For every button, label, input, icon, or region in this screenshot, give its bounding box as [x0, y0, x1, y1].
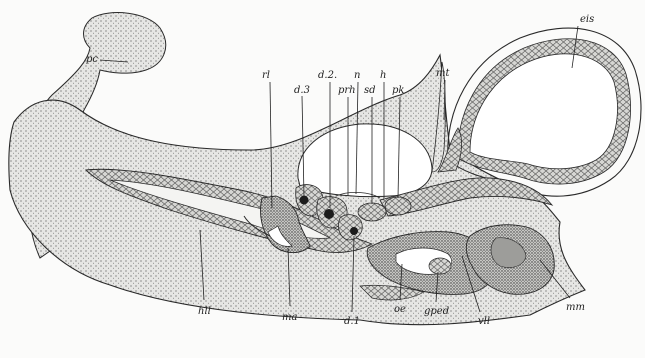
label-d3: d.3 — [294, 85, 310, 96]
label-pc: pc — [86, 54, 98, 65]
label-d2: d.2. — [318, 70, 337, 81]
label-mt: mt — [436, 68, 450, 79]
label-mm: mm — [566, 302, 585, 313]
label-oe: oe — [394, 304, 406, 315]
label-sd: sd — [364, 85, 376, 96]
label-hll: hll — [198, 306, 211, 317]
label-eis: eis — [580, 14, 594, 25]
label-d1: d.1 — [344, 316, 360, 327]
label-pk: pk — [392, 85, 404, 96]
label-rl: rl — [262, 70, 270, 81]
label-ma: ma — [282, 312, 297, 323]
label-gped: gped — [424, 306, 449, 317]
label-prh: prh — [338, 85, 356, 96]
label-h: h — [380, 70, 386, 81]
label-n: n — [354, 70, 360, 81]
label-vll: vll — [478, 316, 490, 327]
